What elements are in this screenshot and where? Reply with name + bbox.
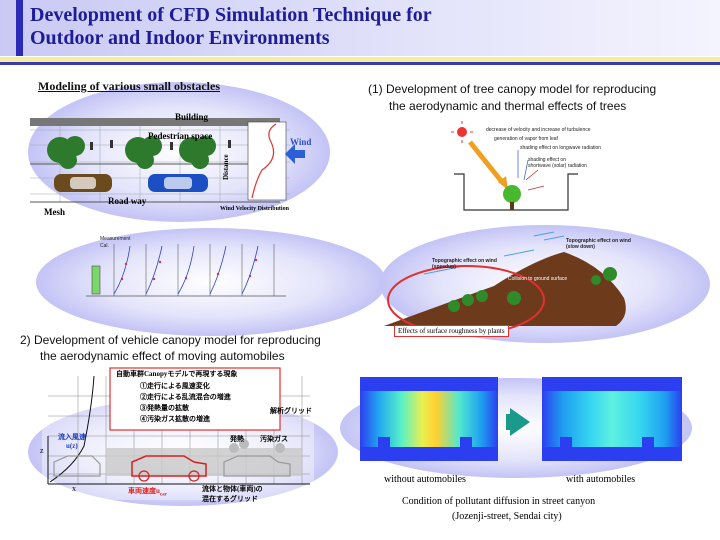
- building-strip: [30, 118, 280, 126]
- note-longwave: shading effect on longwave radiation: [520, 145, 602, 151]
- pollutant-caption-line2: (Jozenji-street, Sendai city): [452, 511, 562, 522]
- note-turbulence: decrease of velocity and increase of tur…: [486, 127, 591, 133]
- tree-heading-line2: the aerodynamic and thermal effects of t…: [389, 99, 627, 113]
- vehicle-heading-line1: 2) Development of vehicle canopy model f…: [20, 333, 321, 347]
- axis-x-label: x: [72, 484, 76, 493]
- vehicle-speed-sub: car: [159, 492, 167, 498]
- topo-upwind-label: Topographic effect on wind (speedup): [432, 258, 497, 270]
- legend-cal: Cal.: [100, 243, 109, 249]
- vehicle-speed-label: 車両速度ucar: [128, 486, 167, 497]
- phenomena-box: [109, 367, 281, 431]
- vehicle-speed-text: 車両速度u: [128, 487, 160, 495]
- mixed-grid-band: [106, 448, 302, 476]
- mixed-grid-label-line1: 流体と物体(車両)の: [202, 485, 263, 493]
- inflow-velocity-sub: u(z): [66, 442, 78, 450]
- analysis-grid-label: 解析グリッド: [270, 407, 312, 415]
- tree-icons: [47, 136, 216, 169]
- title-accent-bar: [16, 0, 23, 56]
- wind-velocity-distribution-label: Wind Velocity Distribution: [220, 206, 289, 212]
- tree-icon: [503, 185, 521, 203]
- transition-arrow-stem: [506, 414, 514, 430]
- terrain-diagram: [384, 231, 626, 335]
- inflow-velocity-label: 流入風速: [58, 433, 86, 441]
- topo-slowdown-label: Topographic effect on wind (slow down): [566, 238, 631, 250]
- sun-icon: [451, 121, 473, 143]
- obstacles-heading: Modeling of various small obstacles: [38, 79, 220, 93]
- hill-shape: [384, 252, 626, 326]
- header-rule-yellow: [0, 57, 720, 62]
- note-solar: shading effect on shortwave (solar) radi…: [528, 157, 587, 169]
- transition-arrow-icon: [510, 408, 530, 436]
- without-automobiles-label: without automobiles: [384, 474, 466, 485]
- mesh-label: Mesh: [44, 207, 65, 217]
- phenomena-item-3: ③発熱量の拡散: [140, 404, 189, 412]
- header-rule-blue: [0, 62, 720, 65]
- page-title-line1: Development of CFD Simulation Technique …: [30, 4, 432, 26]
- legend-measurement: Measurement: [100, 236, 131, 242]
- pedestrian-space-label: Pedestrian space: [148, 131, 213, 141]
- pollutant-gas-label: 汚染ガス: [260, 435, 288, 443]
- phenomena-item-4: ④汚染ガス拡散の増進: [140, 415, 210, 423]
- simulation-without-automobiles: [360, 377, 498, 461]
- validation-profiles: [86, 244, 286, 297]
- page-title-line2: Outdoor and Indoor Environments: [30, 27, 330, 49]
- tree-canopy-diagram: [451, 121, 578, 211]
- distance-label: Distance: [222, 154, 230, 180]
- phenomena-item-2: ②走行による乱流混合の増進: [140, 393, 231, 401]
- wind-label: Wind: [290, 137, 312, 147]
- roughness-label: Effects of surface roughness by plants: [394, 325, 509, 337]
- vehicle-heading-line2: the aerodynamic effect of moving automob…: [40, 349, 285, 363]
- collision-label: Collision to ground surface: [508, 276, 568, 282]
- obstacle-diagram: [30, 118, 305, 203]
- roadway-label: Road way: [108, 196, 147, 206]
- phenomena-item-1: ①走行による風速変化: [140, 382, 210, 390]
- phenomena-box-title: 自動車群Canopyモデルで再現する現象: [116, 370, 238, 378]
- axis-z-label: z: [40, 446, 44, 455]
- mixed-grid-label-line2: 混在するグリッド: [202, 495, 258, 503]
- pollutant-caption-line1: Condition of pollutant diffusion in stre…: [402, 496, 596, 507]
- heat-label: 発熱: [230, 435, 244, 443]
- tree-block-icon: [91, 265, 101, 295]
- title-banner: Development of CFD Simulation Technique …: [0, 0, 720, 56]
- building-label: Building: [175, 112, 209, 122]
- velocity-profile-box: [247, 121, 287, 201]
- simulation-with-automobiles: [542, 377, 682, 461]
- tree-heading-line1: (1) Development of tree canopy model for…: [368, 82, 657, 96]
- wind-arrow-icon: [285, 144, 305, 164]
- vehicle-diagram: [42, 367, 314, 500]
- note-vapor: generation of vapor from leaf: [494, 136, 558, 142]
- with-automobiles-label: with automobiles: [566, 474, 636, 485]
- red-car-icon: [131, 455, 207, 477]
